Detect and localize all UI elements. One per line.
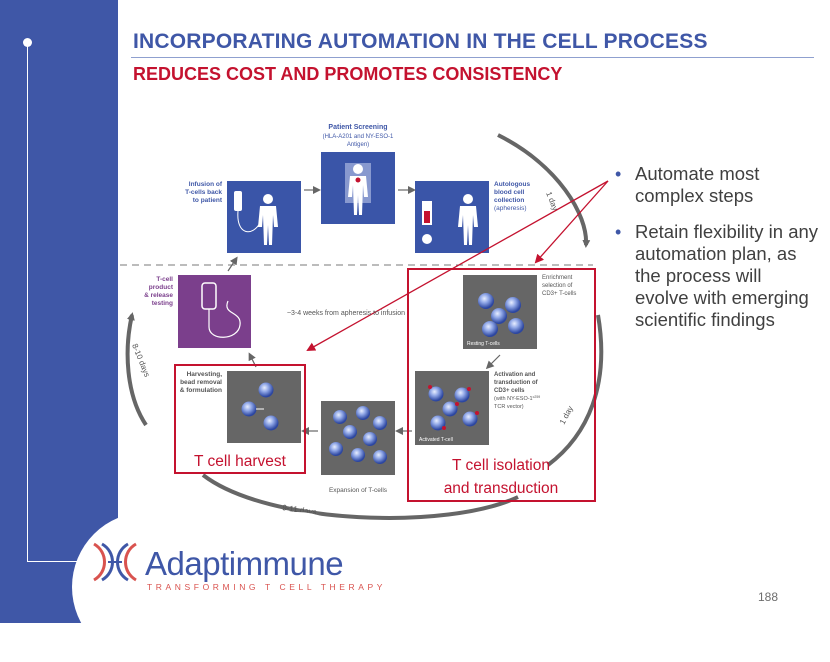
sidebar-dot xyxy=(23,38,32,47)
logo-wordmark: Adaptimmune xyxy=(145,545,344,582)
arc-left xyxy=(125,312,148,427)
screening-detail-1: (HLA-A201 and NY-ESO-1 xyxy=(323,134,394,140)
bullet-dot-icon: • xyxy=(615,164,622,184)
harvest-panel xyxy=(227,371,301,443)
enrichment-label-3: CD3+ T-cells xyxy=(542,291,576,297)
expansion-label: Expansion of T-cells xyxy=(329,487,388,494)
infusion-label-1: Infusion of xyxy=(189,181,223,188)
harvest-label-3: & formulation xyxy=(180,387,222,394)
arc-bottom xyxy=(201,473,519,520)
arrow-enrich-to-activate xyxy=(485,354,501,370)
bullet-text-2: Retain flexibility in any automation pla… xyxy=(635,221,819,330)
arrow-release-to-infusion xyxy=(227,256,238,272)
activation-label-3: CD3+ cells xyxy=(494,388,525,394)
release-label-1: T-cell xyxy=(156,276,173,283)
apheresis-label-4: (apheresis) xyxy=(494,205,527,212)
bullet-list: • Automate most complex steps • Retain fle… xyxy=(615,163,820,345)
callout-harvest-text: T cell harvest xyxy=(194,453,287,470)
bullet-item: • Automate most complex steps xyxy=(615,163,820,207)
harvest-label-1: Harvesting, xyxy=(187,371,223,378)
callout-isolation-text-2: and transduction xyxy=(444,480,559,497)
arc-right xyxy=(546,314,604,467)
arc-label-1-day-top: 1 day xyxy=(544,190,560,212)
arc-label-8-10-days: 8-10 days xyxy=(130,342,152,378)
activated-cell-label: Activated T-cell xyxy=(419,437,453,443)
activation-label-5: TCR vector) xyxy=(494,404,524,410)
screening-title: Patient Screening xyxy=(328,124,387,131)
sidebar-band xyxy=(0,0,118,623)
release-label-4: testing xyxy=(152,300,173,307)
activation-label-4: (with NY-ESO-1c259 xyxy=(494,395,540,402)
apheresis-label-2: blood cell xyxy=(494,189,525,196)
bullet-dot-icon: • xyxy=(615,222,622,242)
arc-label-1-day-right: 1 day xyxy=(558,404,575,426)
slide-title: INCORPORATING AUTOMATION IN THE CELL PRO… xyxy=(133,30,708,53)
enrichment-label-1: Enrichment xyxy=(542,275,573,281)
enrichment-label-2: selection of xyxy=(542,283,573,289)
process-diagram: Patient Screening (HLA-A201 and NY-ESO-1… xyxy=(120,124,609,520)
activation-label-1: Activation and xyxy=(494,372,536,378)
timeline-label: ~3-4 weeks from apheresis to infusion xyxy=(287,310,405,317)
screening-detail-2: Antigen) xyxy=(347,142,369,148)
bullet-item: • Retain flexibility in any automation pl… xyxy=(615,221,820,331)
callout-box-harvest xyxy=(174,364,306,474)
apheresis-label-1: Autologous xyxy=(494,181,530,188)
slide-subtitle: REDUCES COST AND PROMOTES CONSISTENCY xyxy=(133,64,563,84)
release-panel xyxy=(178,275,251,348)
activation-label-2: transduction of xyxy=(494,380,539,386)
page-number: 188 xyxy=(758,590,779,604)
infusion-label-2: T-cells back xyxy=(185,189,222,196)
release-label-3: & release xyxy=(144,292,173,299)
sidebar-vertical-line xyxy=(27,42,28,561)
arc-top-right xyxy=(497,133,591,248)
apheresis-label-3: collection xyxy=(494,197,524,204)
pointer-arrow-2 xyxy=(306,180,609,351)
callout-isolation-text-1: T cell isolation xyxy=(452,457,550,474)
title-rule xyxy=(131,57,814,58)
adaptimmune-logo-icon xyxy=(93,542,137,582)
infusion-label-3: to patient xyxy=(193,197,223,204)
resting-cells-label: Resting T-cells xyxy=(467,341,500,347)
harvest-label-2: bead removal xyxy=(180,379,222,386)
logo-tagline: TRANSFORMING T CELL THERAPY xyxy=(147,582,387,592)
callout-box-isolation xyxy=(407,268,596,502)
bullet-text-1: Automate most complex steps xyxy=(635,163,760,206)
release-label-2: product xyxy=(149,284,174,291)
sidebar-horizontal-line xyxy=(27,561,87,562)
pointer-arrow-1 xyxy=(534,180,609,264)
